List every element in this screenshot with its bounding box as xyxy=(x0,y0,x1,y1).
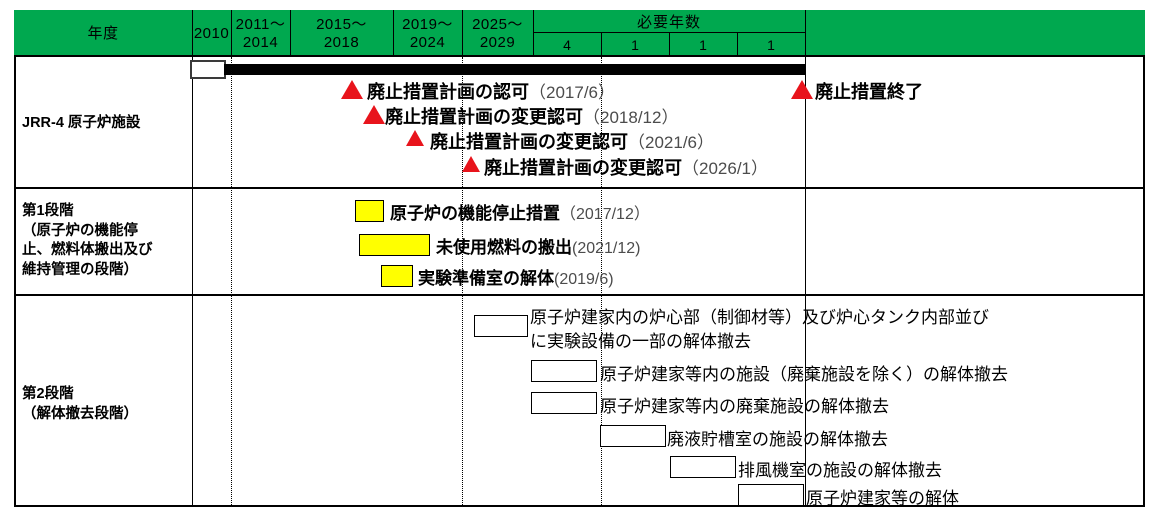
milestone-label-2-date: （2018/12） xyxy=(583,108,679,127)
milestone-marker-2-icon xyxy=(363,105,385,124)
header-period-2011-2014-line2: 2014 xyxy=(242,33,279,51)
table-outer-frame xyxy=(14,10,1145,507)
task-label-phase1-1-date: （2017/12） xyxy=(560,206,650,223)
task-label-phase1-1: 原子炉の機能停止措置（2017/12） xyxy=(390,199,650,224)
bar-phase2-task-3 xyxy=(531,392,597,414)
task-label-phase2-1-line1: 原子炉建家内の炉心部（制御材等）及び炉心タンク内部並び xyxy=(530,308,989,327)
header-period-2025-2029-line2: 2029 xyxy=(479,33,516,51)
grid-line-2025-left xyxy=(462,57,463,507)
task-label-phase1-1-text: 原子炉の機能停止措置 xyxy=(390,204,560,223)
milestone-marker-5-icon xyxy=(791,80,813,99)
header-divider-2 xyxy=(231,10,232,57)
header-period-2019-2024-line1: 2019〜 xyxy=(402,16,453,34)
bar-phase2-task-1 xyxy=(474,315,528,337)
milestone-marker-1-icon xyxy=(341,80,363,99)
header-period-2011-2014-line1: 2011〜 xyxy=(235,16,286,34)
header-period-2019-2024: 2019〜 2024 xyxy=(393,10,462,57)
milestone-label-5: 廃止措置終了 xyxy=(815,78,923,104)
task-label-phase2-6: 原子炉建家等の解体 xyxy=(806,489,959,508)
milestone-label-5-text: 廃止措置終了 xyxy=(815,82,923,102)
task-label-phase2-4: 廃液貯槽室の施設の解体撤去 xyxy=(667,430,888,449)
header-period-2025-2029: 2025〜 2029 xyxy=(462,10,533,57)
header-period-2015-2018: 2015〜 2018 xyxy=(290,10,393,57)
task-label-phase1-3: 実験準備室の解体(2019/6) xyxy=(418,264,614,289)
header-required-years-label: 必要年数 xyxy=(636,14,701,31)
task-label-phase1-2: 未使用燃料の搬出(2021/12) xyxy=(436,233,641,258)
task-label-phase1-3-date: (2019/6) xyxy=(554,271,614,288)
milestone-marker-3-icon xyxy=(406,130,424,146)
milestone-label-1-date: （2017/6） xyxy=(529,83,615,102)
task-label-phase1-2-date: (2021/12) xyxy=(572,240,641,257)
header-period-2015-2018-line2: 2018 xyxy=(323,33,360,51)
milestone-label-3-date: （2021/6） xyxy=(628,133,714,152)
milestone-label-1-text: 廃止措置計画の認可 xyxy=(367,82,529,102)
header-period-2010: 2010 xyxy=(193,24,230,42)
header-divider-4 xyxy=(393,10,394,57)
task-label-phase2-2: 原子炉建家等内の施設（廃棄施設を除く）の解体撤去 xyxy=(600,365,1008,384)
header-period-2019-2024-line2: 2024 xyxy=(409,33,446,51)
header-required-years-0: 4 xyxy=(563,37,571,53)
milestone-marker-4-icon xyxy=(462,156,480,172)
row-label-phase2: 第2段階 （解体撤去段階） xyxy=(22,386,138,422)
header-divider-10 xyxy=(805,10,806,57)
header-divider-7 xyxy=(601,32,602,57)
task-label-phase2-3: 原子炉建家等内の廃棄施設の解体撤去 xyxy=(600,397,889,416)
header-required-years-1: 1 xyxy=(631,37,639,53)
bar-phase1-task-1 xyxy=(355,200,384,222)
task-label-phase1-2-text: 未使用燃料の搬出 xyxy=(436,238,572,257)
header-divider-3 xyxy=(290,10,291,57)
header-required-years-2: 1 xyxy=(699,37,707,53)
milestone-label-2: 廃止措置計画の変更認可（2018/12） xyxy=(385,103,678,129)
table-header-row: 年度 2010 2011〜 2014 2015〜 2018 2019〜 2024… xyxy=(14,10,1145,57)
header-divider-6 xyxy=(533,10,534,57)
row-label-jrr4: JRR-4 原子炉施設 xyxy=(22,115,141,131)
bar-phase2-task-4 xyxy=(600,425,666,447)
task-label-phase1-3-text: 実験準備室の解体 xyxy=(418,269,554,288)
grid-line-2011-left xyxy=(231,57,232,507)
bar-phase1-task-2 xyxy=(359,234,430,256)
milestone-label-4: 廃止措置計画の変更認可（2026/1） xyxy=(484,154,768,180)
header-divider-9 xyxy=(737,32,738,57)
milestone-label-4-date: （2026/1） xyxy=(682,159,768,178)
milestone-label-1: 廃止措置計画の認可（2017/6） xyxy=(367,78,615,104)
bar-jrr4-prep xyxy=(190,60,226,79)
header-divider-5 xyxy=(462,10,463,57)
bar-phase2-task-2 xyxy=(531,360,597,382)
bar-phase1-task-3 xyxy=(381,265,413,287)
row-separator-2 xyxy=(14,294,1145,296)
milestone-label-3: 廃止措置計画の変更認可（2021/6） xyxy=(430,128,714,154)
header-year-label: 年度 xyxy=(87,24,119,42)
grid-line-right-section xyxy=(805,57,806,507)
task-label-phase2-5: 排風機室の施設の解体撤去 xyxy=(738,461,942,480)
header-required-years-3: 1 xyxy=(767,37,775,53)
bar-phase2-task-5 xyxy=(670,456,736,478)
header-period-2015-2018-line1: 2015〜 xyxy=(316,16,367,34)
header-divider-8 xyxy=(669,32,670,57)
bar-jrr4-main xyxy=(224,64,805,75)
header-period-2011-2014: 2011〜 2014 xyxy=(231,10,290,57)
milestone-label-3-text: 廃止措置計画の変更認可 xyxy=(430,132,628,152)
grid-line-2010-left xyxy=(192,57,193,507)
milestone-label-4-text: 廃止措置計画の変更認可 xyxy=(484,158,682,178)
milestone-label-2-text: 廃止措置計画の変更認可 xyxy=(385,107,583,127)
header-period-2025-2029-line1: 2025〜 xyxy=(472,16,523,34)
grid-line-required-2 xyxy=(601,57,602,507)
bar-phase2-task-6 xyxy=(738,484,804,506)
header-divider-1 xyxy=(192,10,193,57)
row-separator-1 xyxy=(14,187,1145,189)
row-label-phase1: 第1段階 （原子炉の機能停 止、燃料体搬出及び 維持管理の段階） xyxy=(22,203,153,278)
task-label-phase2-1-line2: に実験設備の一部の解体撤去 xyxy=(530,332,751,351)
